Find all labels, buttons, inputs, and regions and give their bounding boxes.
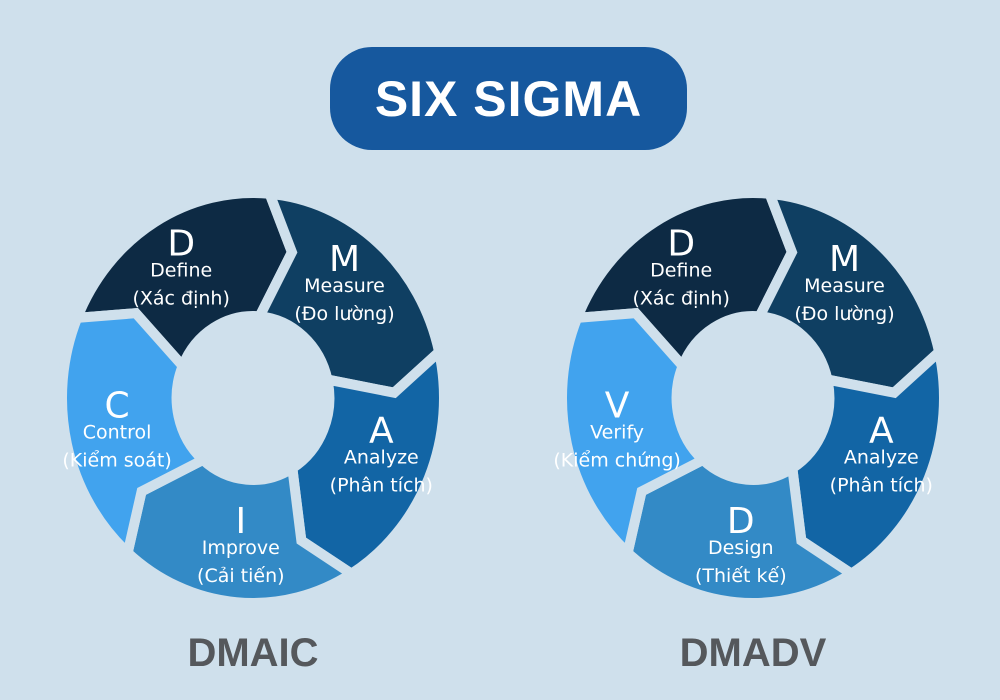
dmadv-define-seg-letter: D [667, 224, 695, 265]
dmaic-measure-seg-letter: M [329, 239, 360, 280]
dmadv-segment-measure [751, 188, 945, 399]
dmadv-segment-design [622, 453, 861, 608]
dmaic-improve-seg-name: Improve [202, 537, 280, 559]
dmadv-segment-verify [556, 307, 712, 563]
dmadv-segment-define [569, 188, 798, 376]
page-title: SIX SIGMA [374, 70, 643, 127]
dmadv-verify-seg-translation: (Kiểm chứng) [553, 450, 680, 472]
dmaic-segment-control [56, 307, 212, 563]
dmadv-segment-analyze [787, 342, 949, 580]
dmaic-segment-define [69, 188, 298, 376]
dmadv-verify-seg-name: Verify [590, 422, 644, 444]
dmaic-segment-improve [122, 453, 361, 608]
dmaic-improve-seg-translation: (Cải tiến) [197, 565, 285, 587]
dmadv-label: DMADV [679, 631, 827, 675]
dmaic-segment-analyze [287, 342, 449, 580]
dmaic-segment-measure [251, 188, 445, 399]
dmaic-control-seg-translation: (Kiểm soát) [62, 450, 171, 472]
dmadv-measure-seg-letter: M [829, 239, 860, 280]
dmadv-measure-seg-translation: (Đo lường) [794, 303, 894, 325]
dmadv-design-seg-letter: D [727, 501, 755, 542]
dmadv-analyze-seg-letter: A [869, 411, 894, 452]
dmadv-design-seg-translation: (Thiết kế) [695, 565, 787, 587]
dmaic-label: DMAIC [187, 631, 319, 675]
dmadv-analyze-seg-translation: (Phân tích) [830, 475, 933, 497]
dmaic-analyze-seg-letter: A [369, 411, 394, 452]
dmaic-define-seg-name: Define [150, 260, 212, 282]
dmaic-control-seg-name: Control [83, 422, 152, 444]
title-banner: SIX SIGMA [330, 47, 687, 150]
dmaic-analyze-seg-translation: (Phân tích) [330, 475, 433, 497]
dmaic-improve-seg-letter: I [235, 501, 246, 542]
dmadv-define-seg-translation: (Xác định) [632, 288, 729, 310]
dmadv-design-seg-name: Design [708, 537, 774, 559]
dmaic-analyze-seg-name: Analyze [344, 447, 419, 469]
dmaic-define-seg-letter: D [167, 224, 195, 265]
dmadv-define-seg-name: Define [650, 260, 712, 282]
dmaic-measure-seg-translation: (Đo lường) [294, 303, 394, 325]
dmadv-analyze-seg-name: Analyze [844, 447, 919, 469]
dmadv-verify-seg-letter: V [605, 386, 630, 427]
dmaic-measure-seg-name: Measure [304, 275, 385, 297]
dmadv-measure-seg-name: Measure [804, 275, 885, 297]
dmaic-define-seg-translation: (Xác định) [132, 288, 229, 310]
dmaic-control-seg-letter: C [105, 386, 130, 427]
